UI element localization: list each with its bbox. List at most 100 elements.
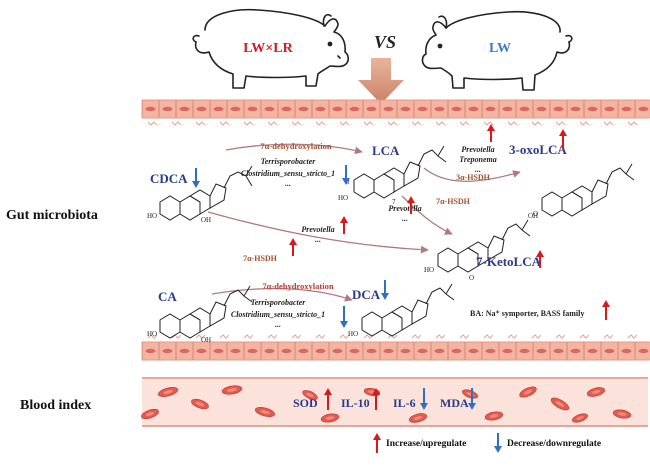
microvillus bbox=[339, 121, 350, 126]
red-blood-cell-center bbox=[325, 416, 335, 420]
microvillus bbox=[411, 121, 422, 126]
pig-left-icon bbox=[192, 8, 350, 89]
vs-label: VS bbox=[374, 32, 396, 52]
gut-microbiota-label: Gut microbiota bbox=[6, 208, 98, 223]
il6-down-arrow bbox=[420, 388, 428, 410]
dca-ho: HO bbox=[348, 330, 358, 338]
red-blood-cell-center bbox=[163, 389, 173, 395]
microvillus bbox=[195, 121, 206, 126]
red-blood-cell-center bbox=[591, 390, 601, 394]
microvillus bbox=[507, 121, 518, 126]
cell-nucleus bbox=[553, 106, 564, 112]
lca-ring-3: 3 bbox=[346, 178, 350, 186]
bacteria-ellipsis-2: ... bbox=[475, 165, 481, 174]
legend-decrease-label: Decrease/downregulate bbox=[507, 439, 601, 449]
microvillus bbox=[387, 121, 398, 126]
microvillus bbox=[411, 334, 422, 339]
compound-cdca: CDCA bbox=[150, 171, 188, 186]
cell-nucleus bbox=[383, 106, 394, 112]
microvillus bbox=[531, 334, 542, 339]
cell-nucleus bbox=[264, 106, 275, 112]
microvillus bbox=[339, 334, 350, 339]
arrow-lca-ketolca bbox=[401, 195, 453, 235]
cell-nucleus bbox=[400, 348, 411, 354]
bacteria-prevotella-1: Prevotella bbox=[461, 145, 494, 154]
pathway-arrows bbox=[207, 143, 521, 302]
cell-nucleus bbox=[638, 348, 649, 354]
red-blood-cell-center bbox=[576, 416, 584, 420]
compound-lca: LCA bbox=[372, 143, 400, 158]
microvillus bbox=[459, 121, 470, 126]
cell-nucleus bbox=[519, 348, 530, 354]
bacteria-treponema: Treponema bbox=[459, 155, 496, 164]
compound-ketolca: 7-KetoLCA bbox=[476, 254, 542, 269]
prevotella-treponema-up-arrow bbox=[487, 124, 495, 142]
cell-nucleus bbox=[196, 348, 207, 354]
ketolca-cooh: OH bbox=[528, 212, 538, 220]
steroid-lca bbox=[353, 145, 447, 199]
red-blood-cell-center bbox=[523, 389, 533, 395]
mda-down-arrow bbox=[468, 388, 476, 410]
cell-nucleus bbox=[315, 348, 326, 354]
pig-right-label: LW bbox=[489, 41, 511, 56]
microvillus bbox=[219, 121, 230, 126]
microvillus bbox=[315, 121, 326, 126]
regulation-arrows bbox=[192, 124, 610, 453]
microvillus bbox=[627, 334, 638, 339]
cell-nucleus bbox=[213, 106, 224, 112]
cell-nucleus bbox=[570, 348, 581, 354]
bacteria-ellipsis-mid: ... bbox=[402, 214, 408, 223]
cell-nucleus bbox=[247, 106, 258, 112]
cell-nucleus bbox=[230, 348, 241, 354]
cell-nucleus bbox=[349, 348, 360, 354]
cell-nucleus bbox=[451, 106, 462, 112]
cell-nucleus bbox=[179, 348, 190, 354]
cell-nucleus bbox=[587, 348, 598, 354]
cdca-ho-left: HO bbox=[147, 212, 157, 220]
microvillus bbox=[627, 121, 638, 126]
cell-nucleus bbox=[247, 348, 258, 354]
bacteria-ellipsis-top: ... bbox=[285, 179, 291, 188]
cell-nucleus bbox=[417, 106, 428, 112]
cell-nucleus bbox=[621, 106, 632, 112]
hsdh-7a-left-up-arrow bbox=[289, 238, 297, 256]
cell-nucleus bbox=[281, 348, 292, 354]
microvillus bbox=[171, 121, 182, 126]
compound-oxolca: 3-oxoLCA bbox=[509, 142, 567, 157]
enzyme-7a-hsdh-left: 7α-HSDH bbox=[243, 254, 278, 263]
lca-ho: HO bbox=[338, 194, 348, 202]
enzyme-7a-dehydroxylation-bottom: 7α-dehydroxylation bbox=[262, 281, 333, 291]
microvillus bbox=[603, 334, 614, 339]
lca-ring-7: 7 bbox=[392, 198, 396, 206]
microvillus bbox=[579, 334, 590, 339]
transporter-up-arrow bbox=[602, 300, 610, 320]
steroid-ketolca bbox=[437, 219, 531, 273]
cell-nucleus bbox=[502, 348, 513, 354]
arrow-lca-oxolca bbox=[423, 167, 521, 182]
ca-oh: OH bbox=[201, 336, 211, 344]
cell-nucleus bbox=[383, 348, 394, 354]
microvillus bbox=[243, 334, 254, 339]
cell-nucleus bbox=[162, 106, 173, 112]
cell-nucleus bbox=[434, 106, 445, 112]
cdca-down-arrow bbox=[192, 168, 200, 188]
microvillus bbox=[435, 121, 446, 126]
prevotella-mid-up-arrow bbox=[407, 196, 415, 214]
cell-nucleus bbox=[485, 348, 496, 354]
arrow-cdca-ketolca bbox=[207, 211, 429, 254]
cell-nucleus bbox=[213, 348, 224, 354]
steroid-ca bbox=[159, 285, 253, 339]
bacteria-prevotella-mid: Prevotella bbox=[388, 204, 421, 213]
oxolca-o: O bbox=[533, 210, 538, 218]
cell-nucleus bbox=[349, 106, 360, 112]
compound-ca: CA bbox=[158, 289, 177, 304]
bacteria-ellipsis-bottom: ... bbox=[275, 320, 281, 329]
cell-nucleus bbox=[417, 348, 428, 354]
legend-down-arrow bbox=[494, 433, 502, 453]
cell-nucleus bbox=[315, 106, 326, 112]
ketolca-ho: HO bbox=[424, 266, 434, 274]
top-epithelium bbox=[141, 99, 650, 126]
bacteria-prevotella-low: Prevotella bbox=[301, 225, 334, 234]
pig-left-label: LW×LR bbox=[243, 41, 293, 56]
